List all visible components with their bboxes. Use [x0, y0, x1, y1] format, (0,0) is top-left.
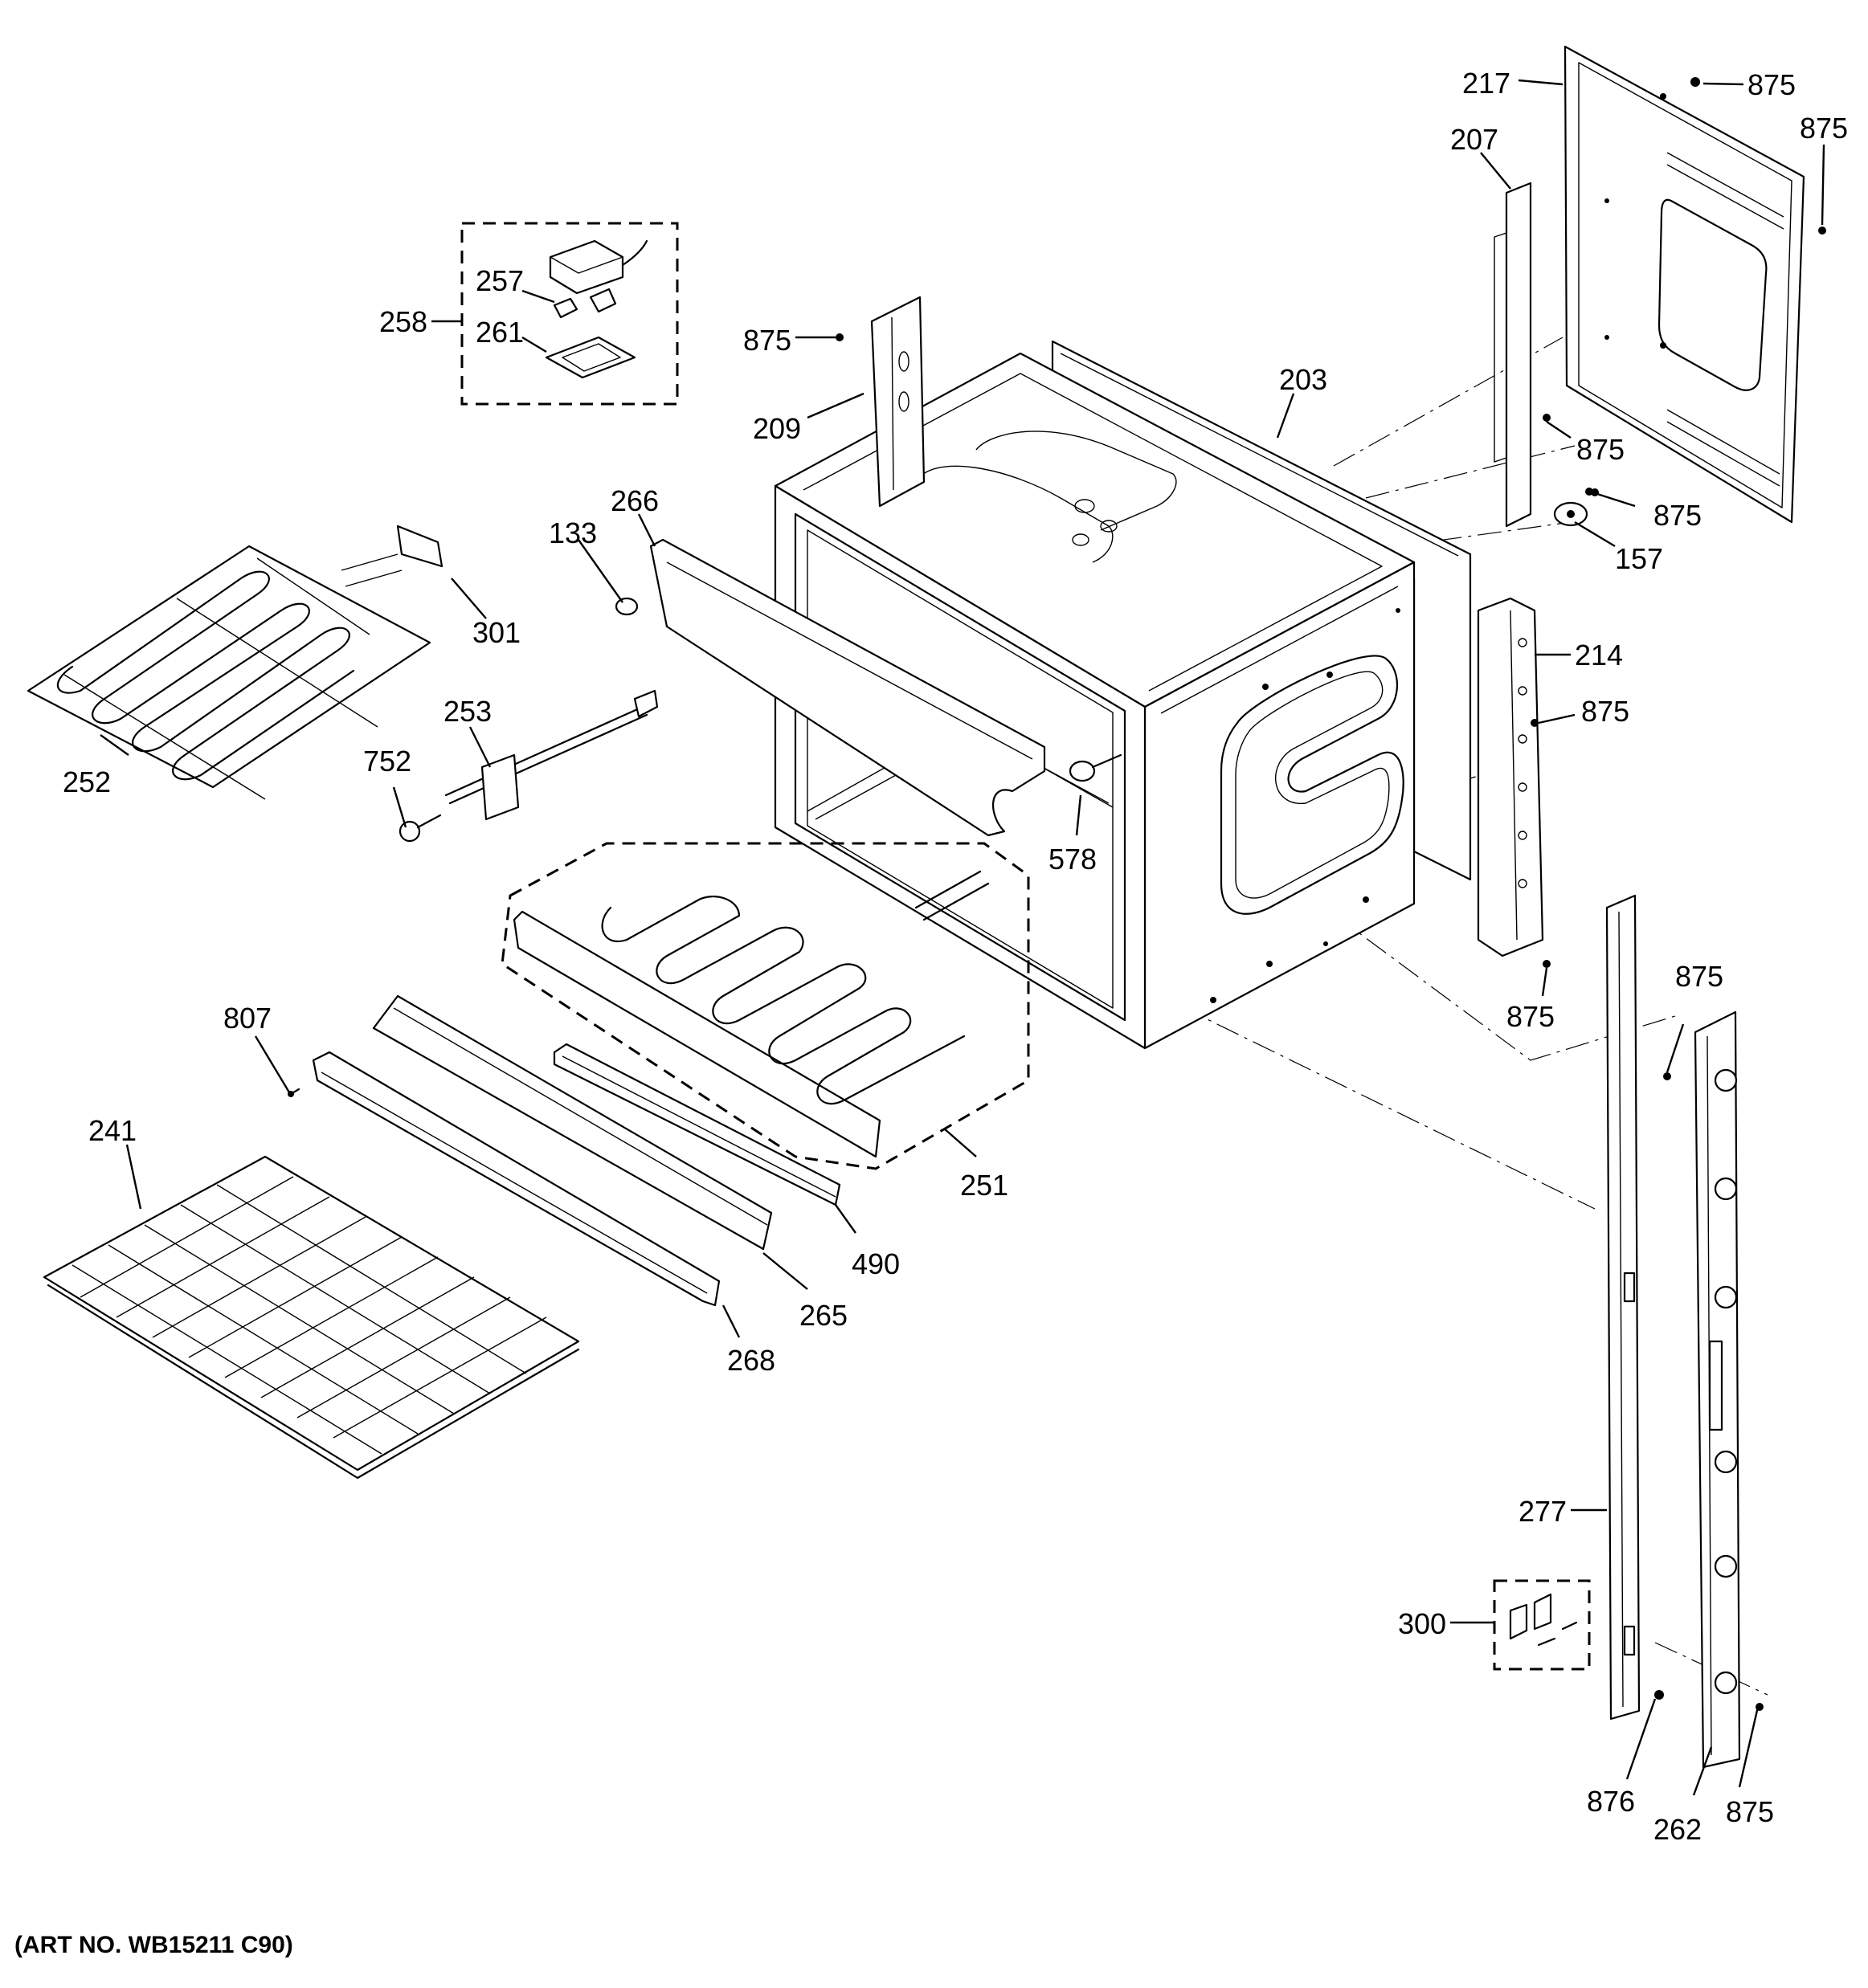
- trim-265: [372, 994, 773, 1251]
- callout-268: 268: [727, 1344, 775, 1377]
- callout-875-b: 875: [1800, 112, 1848, 145]
- panel-266: [649, 538, 1046, 837]
- art-number: (ART NO. WB15211 C90): [14, 1932, 293, 1958]
- trim-268: [312, 1051, 721, 1307]
- callout-203: 203: [1279, 363, 1327, 396]
- callout-257: 257: [476, 264, 524, 297]
- hinge-parts-300: [1509, 1593, 1578, 1647]
- screws: [836, 77, 1826, 1711]
- callout-labels: 217 875 875 207 257 258 261 875 203 209 …: [63, 67, 1848, 1846]
- screw-752: [399, 814, 442, 843]
- assembly-box-258: [460, 222, 679, 406]
- screw-807: [288, 1088, 300, 1097]
- bracket-214: [1477, 597, 1544, 957]
- callout-277: 277: [1519, 1495, 1567, 1528]
- callout-875-h: 875: [1506, 1000, 1555, 1033]
- broil-element-252: [27, 525, 443, 800]
- rail-490: [553, 1043, 841, 1206]
- bracket-207: [1494, 182, 1532, 528]
- callout-253: 253: [443, 695, 492, 728]
- callout-261: 261: [476, 316, 524, 349]
- bake-element-251: [513, 870, 990, 1158]
- callout-133: 133: [549, 516, 597, 549]
- leader-lines: [100, 79, 1825, 1796]
- callout-251: 251: [960, 1169, 1008, 1202]
- callout-262: 262: [1653, 1813, 1702, 1846]
- callout-752: 752: [363, 745, 411, 778]
- callout-807: 807: [223, 1002, 272, 1035]
- callout-209: 209: [753, 412, 801, 445]
- callout-258: 258: [379, 305, 427, 338]
- callout-875-d: 875: [1576, 433, 1625, 466]
- callout-157: 157: [1615, 542, 1663, 575]
- control-assembly-257: [549, 239, 648, 319]
- callout-217: 217: [1462, 67, 1510, 100]
- back-panel-217: [1563, 45, 1805, 524]
- bracket-209: [870, 296, 926, 508]
- callout-875-a: 875: [1747, 68, 1796, 101]
- callout-207: 207: [1450, 123, 1498, 156]
- gasket-261: [545, 336, 636, 379]
- callout-875-c: 875: [743, 324, 791, 357]
- callout-875-g: 875: [1675, 960, 1723, 993]
- side-trim-262: [1694, 1010, 1741, 1769]
- callout-265: 265: [799, 1299, 848, 1332]
- callout-301: 301: [472, 616, 521, 649]
- callout-578: 578: [1048, 843, 1097, 876]
- callout-252: 252: [63, 765, 111, 798]
- sensor-253: [444, 689, 659, 821]
- assembly-box-300: [1493, 1579, 1591, 1671]
- assembly-box-251: [501, 842, 1030, 1170]
- plug-133: [615, 597, 639, 616]
- callout-300: 300: [1398, 1607, 1446, 1640]
- side-trim-277: [1605, 894, 1641, 1721]
- callout-875-e: 875: [1653, 499, 1702, 532]
- sensor-578: [1069, 753, 1122, 782]
- callout-490: 490: [852, 1247, 900, 1280]
- callout-876: 876: [1587, 1785, 1635, 1818]
- callout-241: 241: [88, 1114, 137, 1147]
- callout-266: 266: [611, 484, 659, 517]
- callout-214: 214: [1575, 639, 1623, 672]
- oven-rack-241: [43, 1155, 580, 1480]
- callout-875-i: 875: [1726, 1795, 1774, 1828]
- callout-875-f: 875: [1581, 695, 1629, 728]
